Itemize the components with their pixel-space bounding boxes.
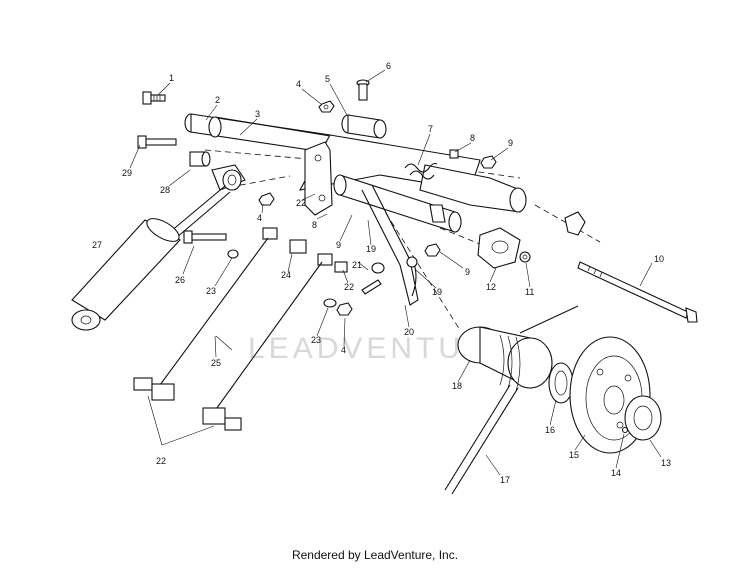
bolt-part-26 bbox=[183, 230, 239, 259]
lower-hardware-part-23-4 bbox=[323, 298, 353, 316]
rear-bracket bbox=[564, 211, 586, 236]
callout-leader-lines bbox=[129, 69, 662, 476]
callout-labels: 1 2 3 4 5 6 7 8 9 29 28 4 22 8 9 19 27 2… bbox=[92, 61, 671, 485]
callout-22-bottom: 22 bbox=[156, 456, 166, 466]
callout-9-mid: 9 bbox=[336, 240, 341, 250]
callout-28: 28 bbox=[160, 185, 170, 195]
callout-7: 7 bbox=[428, 124, 433, 134]
callout-22-mid: 22 bbox=[344, 282, 354, 292]
plate-part-12 bbox=[477, 227, 521, 269]
callout-6: 6 bbox=[386, 61, 391, 71]
callout-26: 26 bbox=[175, 275, 185, 285]
callout-21: 21 bbox=[352, 260, 362, 270]
callout-1: 1 bbox=[169, 73, 174, 83]
bushings-part-24-22 bbox=[262, 227, 348, 273]
bolt-part-1 bbox=[142, 91, 166, 105]
spring-clip-part-7 bbox=[404, 162, 438, 180]
exploded-parts-diagram: LEADVENTURE bbox=[71, 61, 698, 495]
nut-part-11 bbox=[519, 251, 531, 263]
callout-9-right: 9 bbox=[465, 267, 470, 277]
callout-22-top: 22 bbox=[296, 198, 306, 208]
callout-23-mid: 23 bbox=[206, 286, 216, 296]
callout-5: 5 bbox=[325, 74, 330, 84]
hardware-part-19 bbox=[371, 256, 418, 274]
side-bracket bbox=[304, 141, 333, 216]
callout-20: 20 bbox=[404, 327, 414, 337]
callout-8-mid: 8 bbox=[312, 220, 317, 230]
callout-2: 2 bbox=[215, 95, 220, 105]
nut-part-4-top bbox=[318, 100, 335, 113]
bushing-part-28 bbox=[189, 151, 211, 167]
shock-absorber-part-27 bbox=[71, 185, 231, 331]
callout-19-top: 19 bbox=[366, 244, 376, 254]
pushrod-part-25 bbox=[159, 237, 323, 413]
front-tube-part-3 bbox=[184, 113, 331, 154]
callout-15: 15 bbox=[569, 450, 579, 460]
bolt-part-29 bbox=[137, 135, 177, 149]
footer-credit: Rendered by LeadVenture, Inc. bbox=[291, 548, 459, 562]
cross-shaft bbox=[333, 174, 462, 233]
callout-23-low: 23 bbox=[311, 335, 321, 345]
nut-part-9-center bbox=[424, 243, 441, 257]
callout-29: 29 bbox=[122, 168, 132, 178]
callout-27: 27 bbox=[92, 240, 102, 250]
callout-3: 3 bbox=[255, 109, 260, 119]
hub-part-13-14 bbox=[621, 395, 662, 441]
spring-coil-part-18 bbox=[444, 305, 579, 495]
callout-11: 11 bbox=[525, 287, 534, 297]
callout-13: 13 bbox=[661, 458, 671, 468]
lower-bushings-part-22 bbox=[133, 377, 242, 446]
callout-14: 14 bbox=[611, 468, 621, 478]
callout-4-low: 4 bbox=[341, 345, 346, 355]
callout-18: 18 bbox=[452, 381, 462, 391]
callout-4-top: 4 bbox=[296, 79, 301, 89]
rear-tube-part-5 bbox=[341, 114, 387, 139]
callout-24: 24 bbox=[281, 270, 291, 280]
callout-25: 25 bbox=[211, 358, 221, 368]
callout-9-top: 9 bbox=[508, 138, 513, 148]
callout-4-mid: 4 bbox=[257, 213, 262, 223]
callout-12: 12 bbox=[486, 282, 496, 292]
callout-16: 16 bbox=[545, 425, 555, 435]
callout-8-top: 8 bbox=[470, 133, 475, 143]
washer-part-16 bbox=[548, 362, 574, 404]
shock-mount-part-4 bbox=[211, 164, 275, 206]
bolt-part-21 bbox=[361, 279, 382, 295]
callout-17: 17 bbox=[500, 475, 510, 485]
callout-19-right: 19 bbox=[432, 287, 442, 297]
callout-10: 10 bbox=[654, 254, 664, 264]
bolt-part-6 bbox=[356, 79, 370, 101]
long-bolt-part-10 bbox=[577, 261, 698, 323]
